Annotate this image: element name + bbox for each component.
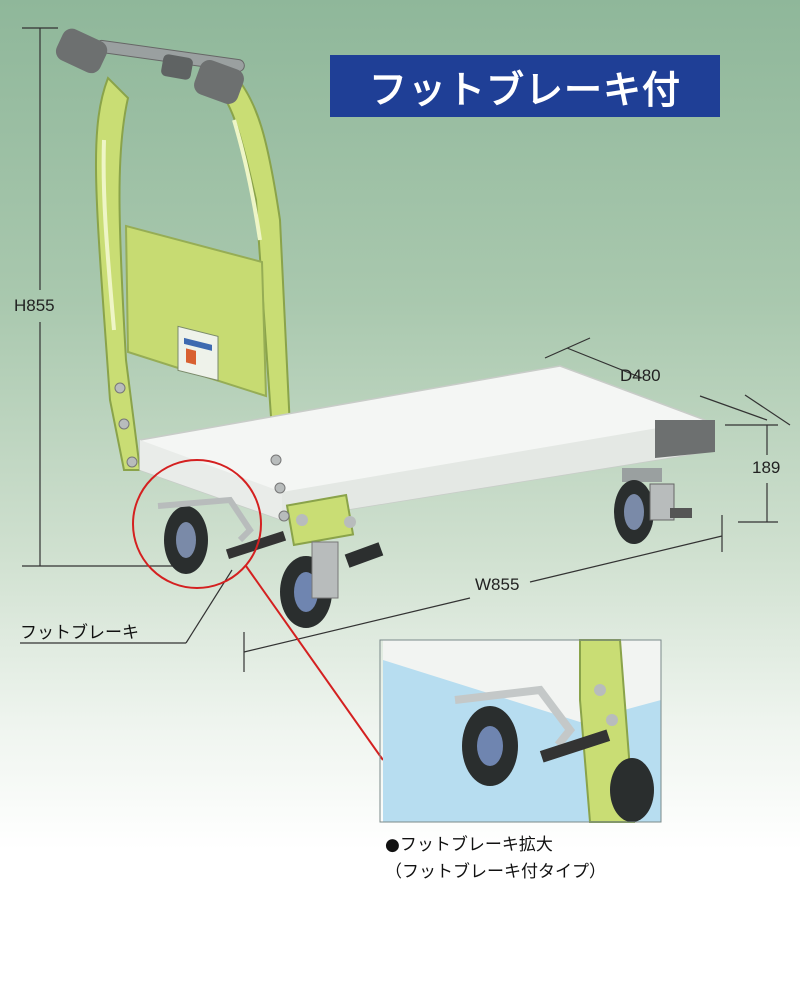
dimension-lines	[20, 27, 791, 672]
inset-caption-line1: ●フットブレーキ拡大	[385, 835, 553, 855]
depth-dimension-label: D480	[620, 366, 661, 385]
cart-handle	[55, 28, 294, 472]
cart-deck	[139, 365, 715, 521]
inset-zoom-image	[379, 639, 662, 823]
front-caster	[157, 496, 384, 574]
inset-caption: ●フットブレーキ拡大 （フットブレーキ付タイプ）	[385, 832, 606, 886]
front-caster-right	[280, 493, 356, 628]
brake-highlight-circle	[132, 459, 262, 589]
handle-panel	[124, 224, 268, 398]
handle-bolts	[114, 382, 290, 522]
foot-brake-callout-label: フットブレーキ	[20, 623, 139, 643]
highlight-leader-line	[245, 565, 384, 761]
deck-height-dimension-label: 189	[752, 458, 781, 477]
width-dimension-label: W855	[475, 575, 520, 594]
rear-caster	[614, 468, 692, 544]
page-title: フットブレーキ付	[330, 55, 720, 117]
height-dimension-label: H855	[14, 296, 55, 315]
inset-caption-line2: （フットブレーキ付タイプ）	[385, 862, 606, 882]
